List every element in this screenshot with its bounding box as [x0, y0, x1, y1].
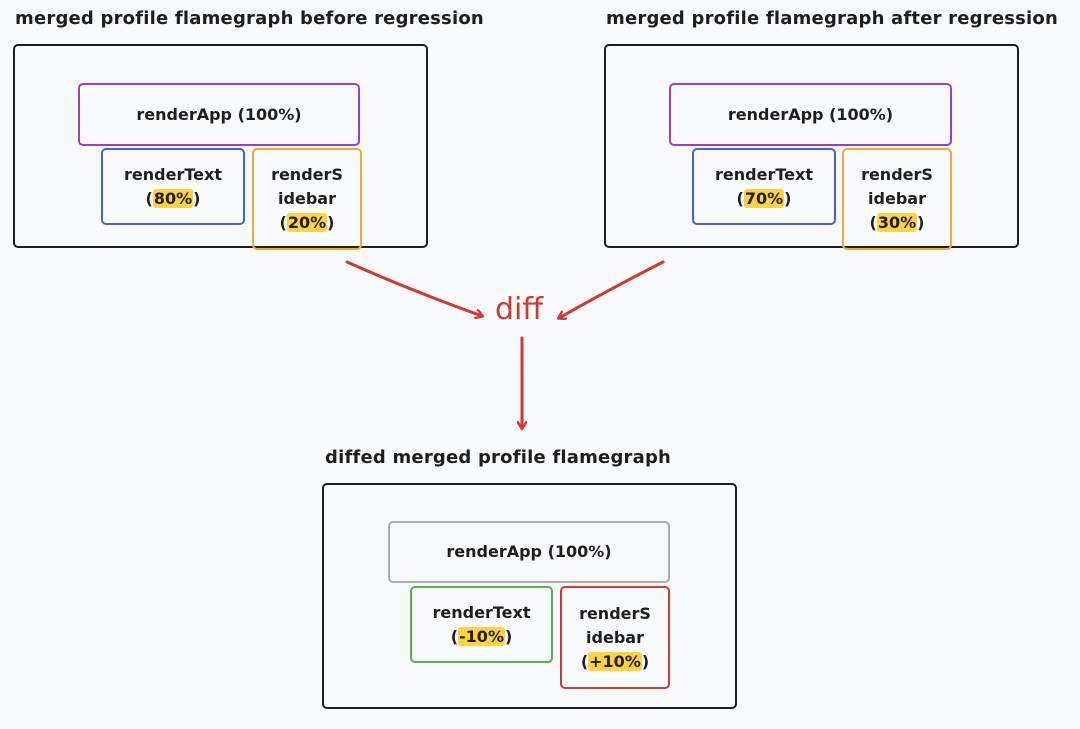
before-render-sidebar-value: (20%)	[279, 213, 335, 232]
before-render-app-node: renderApp (100%)	[78, 83, 360, 146]
before-render-sidebar-label-2: idebar	[278, 189, 336, 208]
diffed-render-sidebar-label-1: renderS	[579, 603, 651, 623]
diffed-render-text-label: renderText	[432, 602, 531, 622]
before-render-text-value: (80%)	[145, 188, 201, 208]
arrow-after-to-diff	[559, 260, 665, 318]
after-render-app-node: renderApp (100%)	[669, 83, 952, 146]
before-render-text-node: renderText (80%)	[101, 148, 245, 225]
after-render-sidebar-value: (30%)	[869, 213, 925, 232]
before-title: merged profile flamegraph before regress…	[15, 8, 484, 29]
after-title: merged profile flamegraph after regressi…	[606, 8, 1059, 29]
diffed-render-sidebar-label-2: idebar	[586, 627, 644, 647]
after-render-text-label: renderText	[715, 164, 813, 184]
before-render-sidebar-node: renderS idebar (20%)	[252, 148, 362, 250]
diffed-render-app-label: renderApp (100%)	[446, 542, 612, 561]
after-render-sidebar-label-1: renderS	[861, 165, 933, 184]
after-render-sidebar-label-2: idebar	[868, 189, 926, 208]
after-render-text-value: (70%)	[736, 188, 792, 208]
after-render-app-label: renderApp (100%)	[727, 104, 894, 124]
diffed-render-app-node: renderApp (100%)	[388, 521, 670, 583]
diffed-frame	[322, 483, 737, 709]
before-render-sidebar-label-1: renderS	[271, 165, 343, 184]
before-frame	[13, 44, 428, 248]
before-render-app-label: renderApp (100%)	[136, 104, 302, 124]
diffed-title: diffed merged profile flamegraph	[325, 447, 672, 468]
diffed-render-sidebar-node: renderS idebar (+10%)	[560, 586, 670, 689]
diff-label: diff	[495, 292, 544, 327]
after-render-text-node: renderText (70%)	[692, 148, 836, 225]
diffed-render-text-node: renderText (-10%)	[410, 586, 553, 663]
before-render-text-label: renderText	[124, 164, 222, 184]
after-frame	[604, 44, 1019, 248]
diffed-render-text-value: (-10%)	[450, 626, 513, 646]
arrow-before-to-diff	[345, 260, 482, 316]
diffed-render-sidebar-value: (+10%)	[580, 651, 650, 671]
after-render-sidebar-node: renderS idebar (30%)	[842, 148, 952, 250]
